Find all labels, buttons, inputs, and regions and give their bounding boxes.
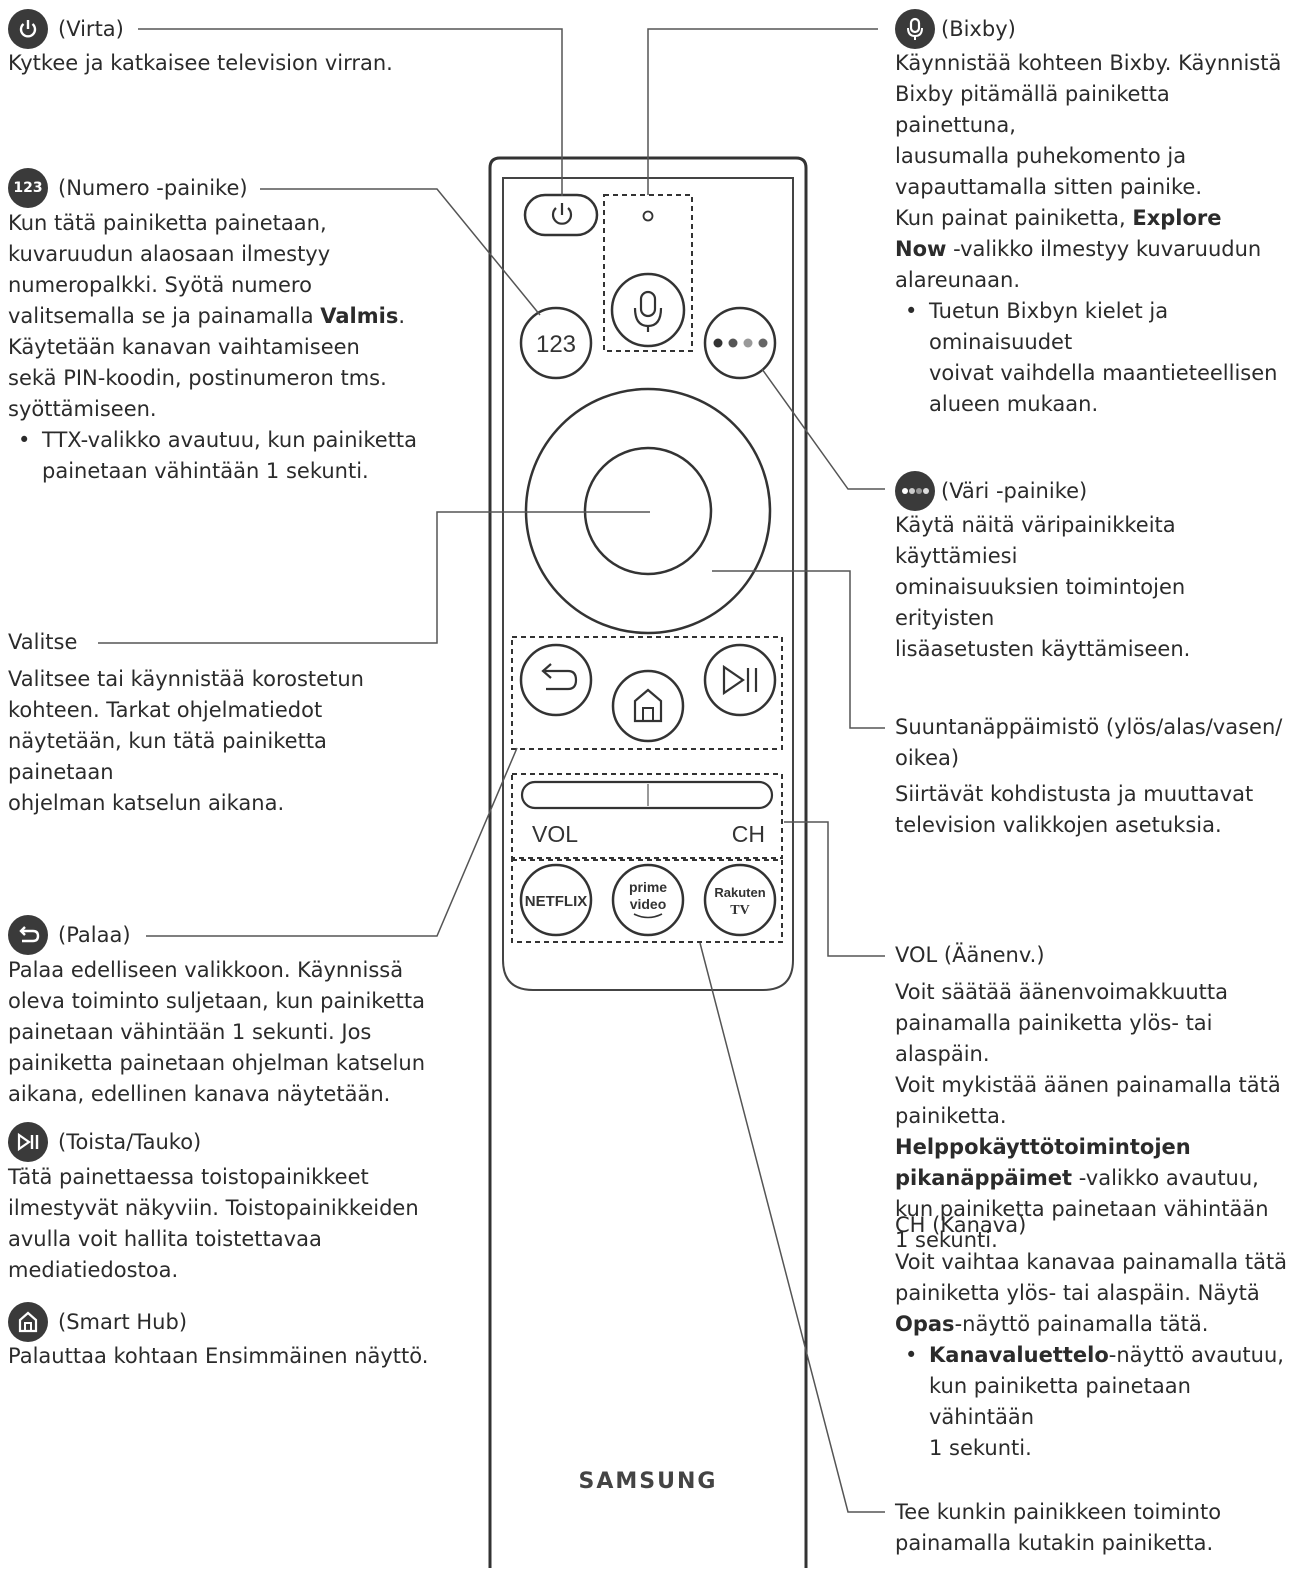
mic-icon — [895, 9, 935, 49]
mic-button[interactable] — [610, 272, 686, 348]
vol-ch-rocker[interactable] — [520, 780, 774, 810]
select-description: Valitsee tai käynnistää korostetun kohte… — [8, 667, 364, 815]
play-heading: (Toista/Tauko) — [8, 1122, 201, 1162]
rakuten-tv-button[interactable]: Rakuten TV — [703, 863, 777, 937]
dpad-title: Suuntanäppäimistö (ylös/alas/vasen/ oike… — [895, 715, 1283, 770]
number-description: Kun tätä painiketta painetaan, kuvaruudu… — [8, 208, 428, 487]
bixby-heading: (Bixby) — [895, 9, 1016, 49]
ch-bullet: Kanavaluettelo-näyttö avautuu,kun painik… — [895, 1340, 1293, 1464]
power-description: Kytkee ja katkaisee television virran. — [8, 51, 393, 75]
smarthub-description: Palauttaa kohtaan Ensimmäinen näyttö. — [8, 1344, 429, 1368]
vol-description: Voit säätää äänenvoimakkuutta painamalla… — [895, 980, 1281, 1252]
prime-video-button[interactable]: prime video — [611, 863, 685, 937]
home-button[interactable] — [611, 669, 685, 743]
back-heading: (Palaa) — [8, 915, 131, 955]
netflix-button[interactable]: NETFLIX — [519, 863, 593, 937]
play-description: Tätä painettaessa toistopainikkeet ilmes… — [8, 1165, 419, 1282]
bixby-highlight-box — [603, 194, 693, 352]
mic-hole — [642, 210, 654, 222]
rakuten-label: Rakuten — [714, 885, 765, 900]
number-title: (Numero -painike) — [58, 175, 248, 200]
ch-description: Voit vaihtaa kanavaa painamalla tätä pai… — [895, 1247, 1293, 1464]
back-description: Palaa edelliseen valikkoon. Käynnissä ol… — [8, 958, 426, 1106]
select-button[interactable] — [583, 446, 713, 576]
power-title: (Virta) — [58, 16, 124, 41]
apps-highlight-box — [511, 859, 783, 943]
home-icon — [8, 1302, 48, 1342]
back-title: (Palaa) — [58, 922, 131, 947]
color-heading: (Väri -painike) — [895, 471, 1087, 511]
power-heading: (Virta) — [8, 9, 124, 49]
number-button-label: 123 — [536, 331, 576, 358]
bixby-title: (Bixby) — [941, 16, 1016, 41]
vol-label: VOL — [532, 821, 578, 847]
play-pause-icon — [8, 1122, 48, 1162]
ch-title: CH (Kanava) — [895, 1213, 1027, 1237]
play-title: (Toista/Tauko) — [58, 1129, 202, 1154]
color-title: (Väri -painike) — [941, 478, 1088, 503]
bixby-bullet: Tuetun Bixbyn kielet ja ominaisuudetvoiv… — [895, 296, 1290, 420]
number-bullet: TTX-valikko avautuu, kun painikettapaine… — [8, 425, 428, 487]
color-description: Käytä näitä väripainikkeita käyttämiesi … — [895, 513, 1191, 661]
play-pause-button[interactable] — [703, 643, 777, 717]
samsung-logo: SAMSUNG — [579, 1469, 718, 1494]
prime-label: prime — [629, 879, 667, 895]
number-icon: 123 — [8, 168, 48, 208]
netflix-label: NETFLIX — [525, 893, 588, 910]
power-button[interactable] — [523, 193, 599, 237]
apps-description: Tee kunkin painikkeen toiminto painamall… — [895, 1500, 1222, 1555]
back-icon — [8, 915, 48, 955]
number-heading: 123 (Numero -painike) — [8, 168, 248, 208]
vol-title: VOL (Äänenv.) — [895, 943, 1045, 967]
number-button[interactable]: 123 — [519, 306, 593, 380]
color-dots-icon — [895, 471, 935, 511]
smarthub-title: (Smart Hub) — [58, 1309, 188, 1334]
color-button[interactable] — [703, 306, 777, 380]
smarthub-heading: (Smart Hub) — [8, 1302, 187, 1342]
tv-label: TV — [730, 903, 749, 918]
bixby-description: Käynnistää kohteen Bixby. Käynnistä Bixb… — [895, 48, 1290, 420]
video-label: video — [630, 896, 667, 912]
dpad-description: Siirtävät kohdistusta ja muuttavat telev… — [895, 782, 1254, 837]
select-title: Valitse — [8, 630, 78, 654]
power-icon — [8, 9, 48, 49]
ch-label: CH — [732, 821, 765, 847]
back-button[interactable] — [519, 643, 593, 717]
